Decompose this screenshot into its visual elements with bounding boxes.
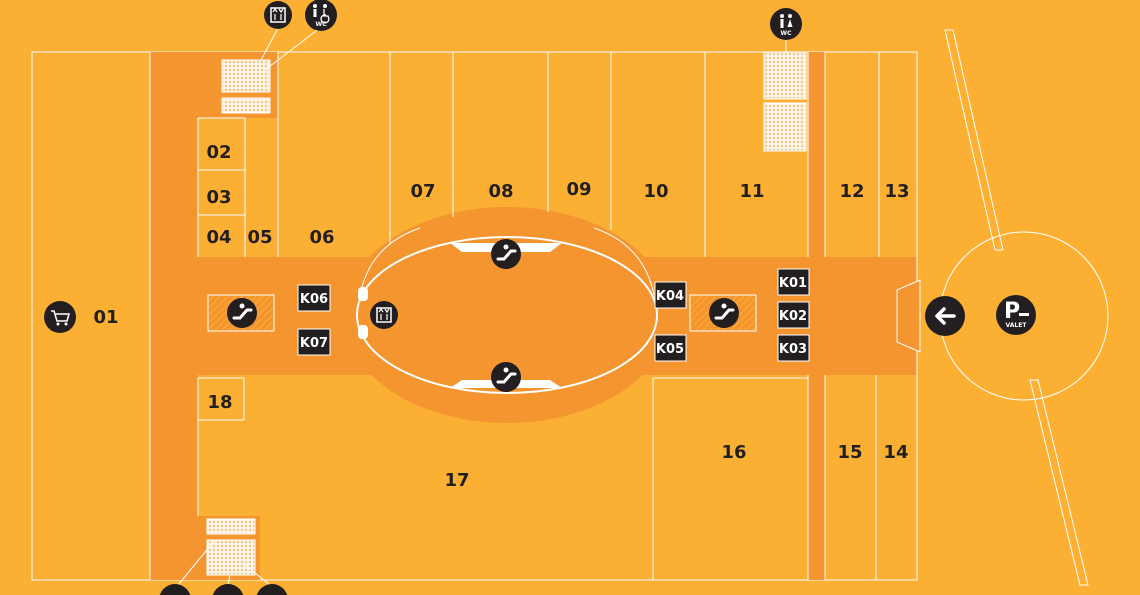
parking-letter: P (1004, 299, 1020, 324)
unit-14[interactable]: 14 (883, 442, 908, 463)
kiosk-k04-label: K04 (656, 289, 684, 304)
elevator-bracket (358, 287, 368, 339)
unit-04[interactable]: 04 (206, 227, 231, 248)
unit-08[interactable]: 08 (488, 181, 513, 202)
elevator-icon[interactable] (159, 584, 191, 595)
unit-17[interactable]: 17 (444, 470, 469, 491)
kiosk-k01-label: K01 (779, 276, 807, 291)
elevator-icon[interactable] (264, 1, 292, 29)
unit-13[interactable]: 13 (884, 181, 909, 202)
unit-03[interactable]: 03 (206, 187, 231, 208)
wc-label: WC (315, 21, 327, 28)
kiosks: K06 K07 K04 K05 K01 K02 K03 (297, 268, 810, 362)
kiosk-k02[interactable]: K02 (777, 301, 810, 329)
kiosk-k07-label: K07 (300, 336, 328, 351)
kiosk-k05[interactable]: K05 (654, 334, 687, 362)
escalator-icon[interactable] (491, 239, 521, 269)
central-atrium (356, 236, 658, 394)
unit-16[interactable]: 16 (721, 442, 746, 463)
kiosk-k06[interactable]: K06 (297, 284, 331, 312)
arrow-left-icon[interactable] (925, 296, 965, 336)
kiosk-k07[interactable]: K07 (297, 328, 331, 356)
entrance-dropoff (896, 29, 1109, 586)
unit-09[interactable]: 09 (566, 179, 591, 200)
elevator-icon[interactable] (370, 301, 398, 329)
unit-01[interactable]: 01 (93, 307, 118, 328)
unit-02[interactable]: 02 (206, 142, 231, 163)
accessible-wc-icon[interactable]: WC (305, 0, 337, 31)
unit-12[interactable]: 12 (839, 181, 864, 202)
kiosk-k02-label: K02 (779, 309, 807, 324)
kiosk-k04[interactable]: K04 (654, 281, 687, 309)
unit-10[interactable]: 10 (643, 181, 668, 202)
shopping-cart-icon[interactable] (44, 301, 76, 333)
unit-18[interactable]: 18 (207, 392, 232, 413)
wc-label-right: WC (780, 30, 792, 37)
kiosk-k03-label: K03 (779, 342, 807, 357)
valet-label: VALET (1006, 322, 1028, 329)
kiosk-k05-label: K05 (656, 342, 684, 357)
parking-valet-icon[interactable]: P VALET (996, 295, 1036, 335)
kiosk-k03[interactable]: K03 (777, 334, 810, 362)
unit-07[interactable]: 07 (410, 181, 435, 202)
restroom-blocks (206, 51, 807, 576)
toilet-icon[interactable] (212, 584, 244, 595)
unit-06[interactable]: 06 (309, 227, 334, 248)
escalator-icon[interactable] (709, 298, 739, 328)
shop-dividers (149, 52, 918, 580)
accessible-wc-icon[interactable] (256, 584, 288, 595)
callout-lines (177, 27, 787, 586)
unit-05[interactable]: 05 (247, 227, 272, 248)
unit-15[interactable]: 15 (837, 442, 862, 463)
kiosk-k06-label: K06 (300, 292, 328, 307)
toilet-icon[interactable]: WC (770, 8, 802, 40)
escalator-icon[interactable] (491, 362, 521, 392)
unit-labels: 01 02 03 04 05 06 07 08 09 10 11 12 13 1… (93, 142, 909, 491)
escalator-icon[interactable] (227, 298, 257, 328)
kiosk-k01[interactable]: K01 (777, 268, 810, 296)
unit-11[interactable]: 11 (739, 181, 764, 202)
